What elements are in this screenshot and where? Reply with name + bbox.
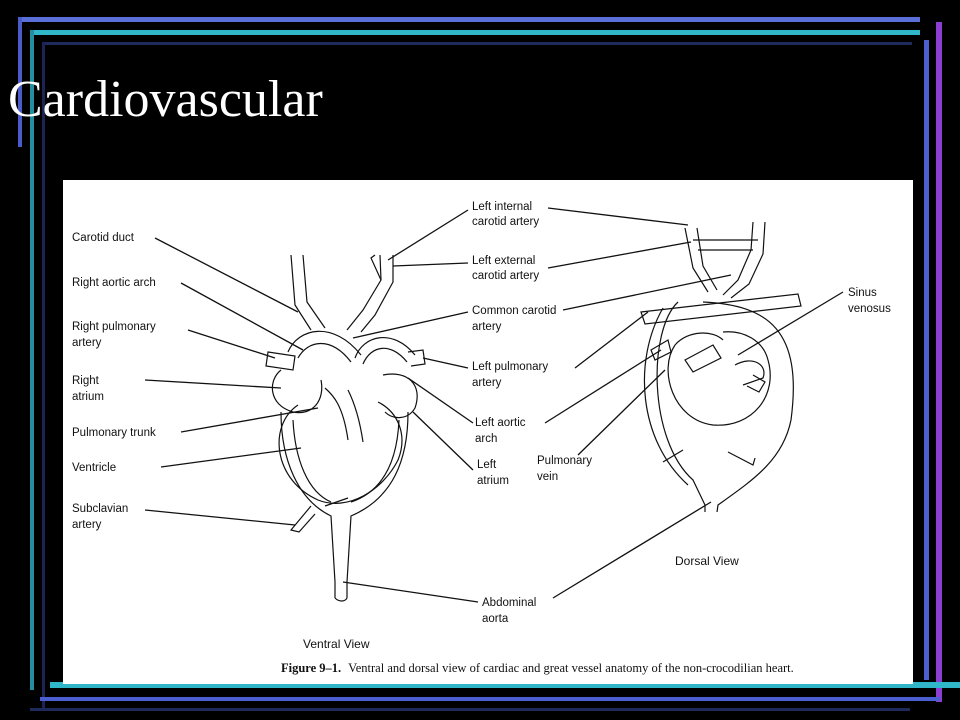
annotation-lines xyxy=(144,207,844,603)
label-right-atrium-2: atrium xyxy=(72,391,104,403)
label-left-aortic-arch-1: Left aortic xyxy=(475,417,526,429)
frame-right-blue xyxy=(924,40,929,680)
label-left-external-carotid-1: Left external xyxy=(472,255,535,267)
label-left-internal-carotid-1: Left internal xyxy=(472,201,532,213)
label-pulmonary-vein-2: vein xyxy=(537,471,558,483)
slide-title: Cardiovascular xyxy=(8,71,323,128)
label-right-aortic-arch: Right aortic arch xyxy=(72,277,156,289)
label-left-pulmonary-artery-1: Left pulmonary xyxy=(472,361,548,373)
label-left-atrium-1: Left xyxy=(477,459,497,471)
frame-bottom-dark xyxy=(30,708,910,711)
dorsal-heart-drawing xyxy=(640,221,802,513)
frame-left-blue xyxy=(18,17,22,147)
label-left-pulmonary-artery-2: artery xyxy=(472,377,502,389)
label-subclavian-artery-1: Subclavian xyxy=(72,503,128,515)
frame-top-dark xyxy=(42,42,912,45)
label-left-aortic-arch-2: arch xyxy=(475,433,497,445)
label-right-pulmonary-artery-2: artery xyxy=(72,337,102,349)
label-common-carotid-1: Common carotid xyxy=(472,305,556,317)
label-left-internal-carotid-2: carotid artery xyxy=(472,216,539,228)
label-ventricle: Ventricle xyxy=(72,462,116,474)
frame-top-cyan xyxy=(30,30,920,35)
label-right-atrium-1: Right xyxy=(72,375,100,387)
label-subclavian-artery-2: artery xyxy=(72,519,102,531)
ventral-heart-drawing xyxy=(265,254,426,602)
label-right-pulmonary-artery-1: Right pulmonary xyxy=(72,321,156,333)
figure-caption-text: Ventral and dorsal view of cardiac and g… xyxy=(348,661,794,675)
figure-caption: Figure 9–1. Ventral and dorsal view of c… xyxy=(281,661,794,675)
frame-bottom-blue xyxy=(40,697,940,701)
figure-caption-number: Figure 9–1. xyxy=(281,661,341,675)
figure-panel: Carotid duct Right aortic arch Right pul… xyxy=(63,180,913,684)
label-pulmonary-trunk: Pulmonary trunk xyxy=(72,427,156,439)
label-left-atrium-2: atrium xyxy=(477,475,509,487)
frame-left-cyan xyxy=(30,30,34,690)
label-abdominal-aorta-1: Abdominal xyxy=(482,597,536,609)
label-sinus-venosus-1: Sinus xyxy=(848,287,877,299)
frame-left-dark xyxy=(42,42,45,710)
label-pulmonary-vein-1: Pulmonary xyxy=(537,455,592,467)
label-abdominal-aorta-2: aorta xyxy=(482,613,509,625)
ventral-view-title: Ventral View xyxy=(303,637,370,651)
frame-top-blue xyxy=(18,17,920,22)
label-carotid-duct: Carotid duct xyxy=(72,232,135,244)
frame-bottom-cyan xyxy=(50,682,960,688)
heart-anatomy-diagram: Carotid duct Right aortic arch Right pul… xyxy=(72,201,891,675)
label-sinus-venosus-2: venosus xyxy=(848,303,891,315)
dorsal-view-title: Dorsal View xyxy=(675,554,739,568)
frame-right-purple xyxy=(936,22,942,702)
label-left-external-carotid-2: carotid artery xyxy=(472,270,539,282)
label-common-carotid-2: artery xyxy=(472,321,502,333)
